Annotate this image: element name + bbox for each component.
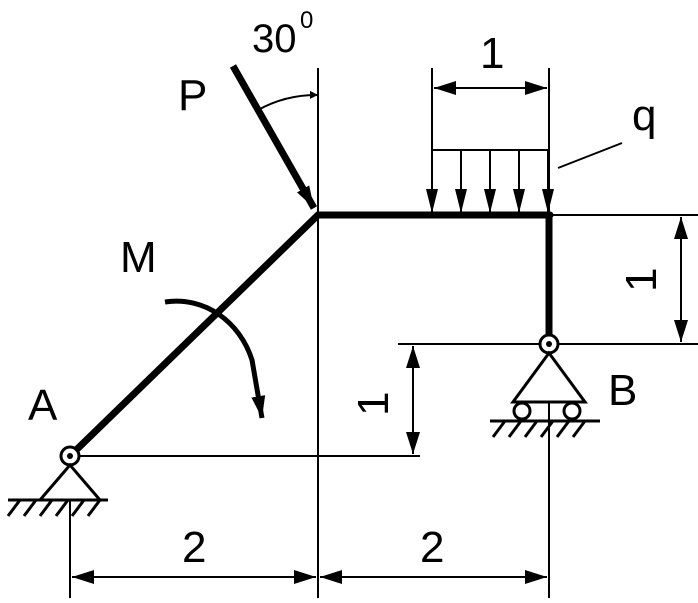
label-moment-m: M: [120, 233, 157, 282]
angle-arc: [257, 90, 319, 111]
moment-m-arrow: [164, 298, 266, 419]
force-p-arrow: [229, 64, 318, 210]
label-force-p: P: [178, 71, 207, 120]
q-leader-line: [557, 142, 623, 169]
label-angle-value: 30: [252, 17, 297, 61]
label-dim-left-span: 2: [182, 523, 206, 572]
label-support-b: B: [608, 366, 637, 415]
label-dim-load-width: 1: [480, 29, 504, 78]
label-angle-degree: 0: [300, 7, 313, 34]
label-support-a: A: [28, 381, 58, 430]
label-dim-right-height: 1: [617, 268, 666, 292]
label-dim-left-height: 1: [349, 392, 398, 416]
pin-support-a: [6, 445, 108, 517]
dimension-lines: [72, 81, 688, 584]
inclined-member: [66, 211, 322, 460]
distributed-load-q: [426, 142, 623, 213]
roller-support-b: [490, 333, 600, 438]
reference-lines: [69, 68, 698, 598]
frame-members: [66, 211, 554, 460]
label-dim-right-span: 2: [420, 523, 444, 572]
label-load-q: q: [632, 91, 656, 140]
